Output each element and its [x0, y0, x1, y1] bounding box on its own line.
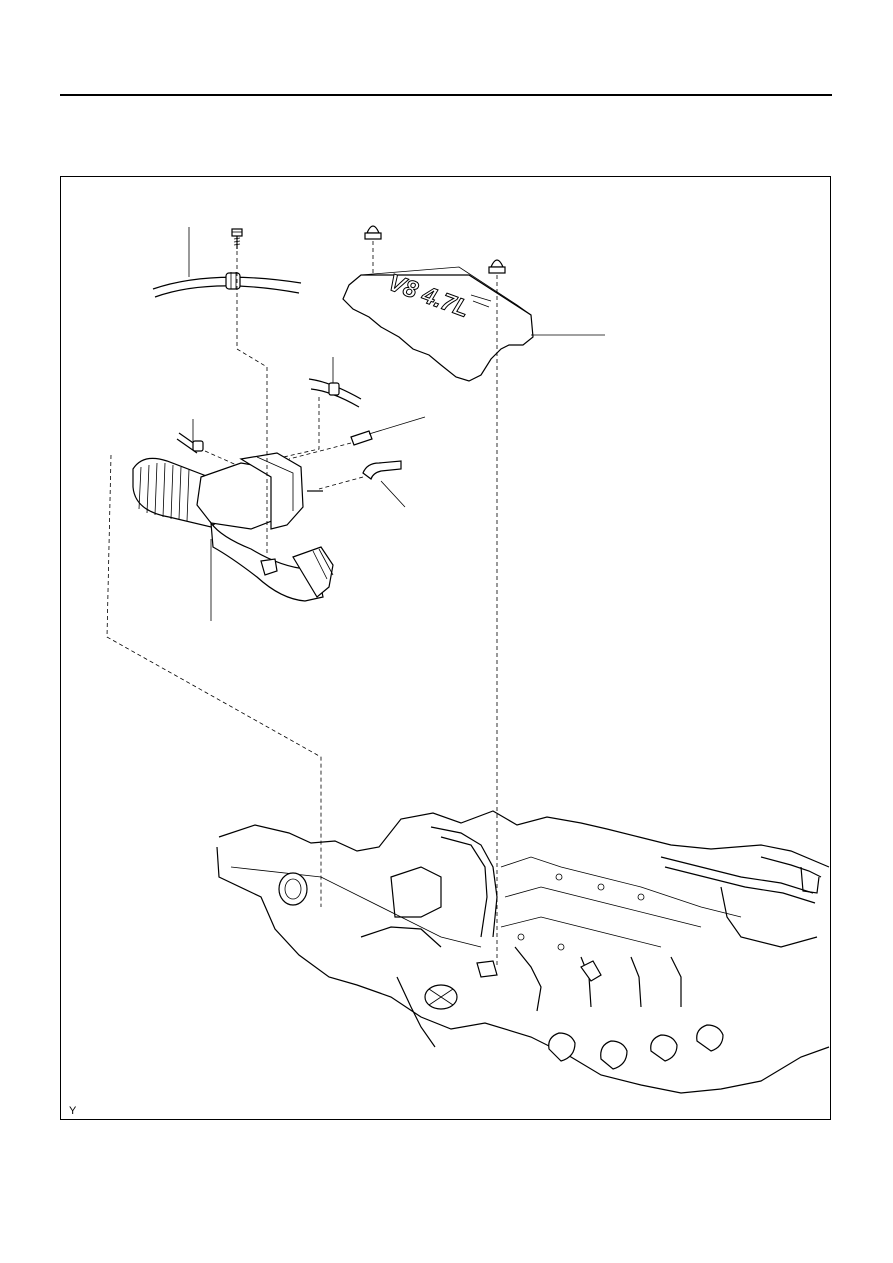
dashed-guide-hose-upper	[288, 442, 352, 460]
dashed-guide-intake-to-engine	[106, 454, 322, 907]
figure-code: Y	[69, 1105, 77, 1117]
bolt-icon	[231, 228, 243, 249]
callout-line-hose-upper	[368, 416, 426, 435]
engine-cover: V8 4.7L	[342, 266, 534, 382]
exploded-view-figure: V8 4.7L	[60, 176, 831, 1120]
header-rule	[60, 94, 832, 96]
cap-nut-icon	[364, 225, 382, 240]
engine-assembly	[216, 810, 830, 1094]
vacuum-hose-upper	[350, 430, 373, 446]
hose-clamp-left	[176, 432, 204, 454]
exploded-view-drawing: V8 4.7L	[106, 225, 830, 1094]
dashed-guide-small-hose	[265, 397, 320, 462]
air-cleaner-hose-assembly	[132, 452, 334, 602]
cap-nut-icon	[488, 259, 506, 274]
small-hose-with-clamp	[308, 378, 362, 408]
hose-with-clamp-top-left	[152, 272, 302, 298]
dashed-guide-hose-bolt	[236, 251, 268, 555]
vacuum-hose-lower	[362, 460, 402, 480]
dashed-guide-hose-lower	[318, 476, 364, 490]
callout-line-hose-lower	[380, 480, 406, 508]
